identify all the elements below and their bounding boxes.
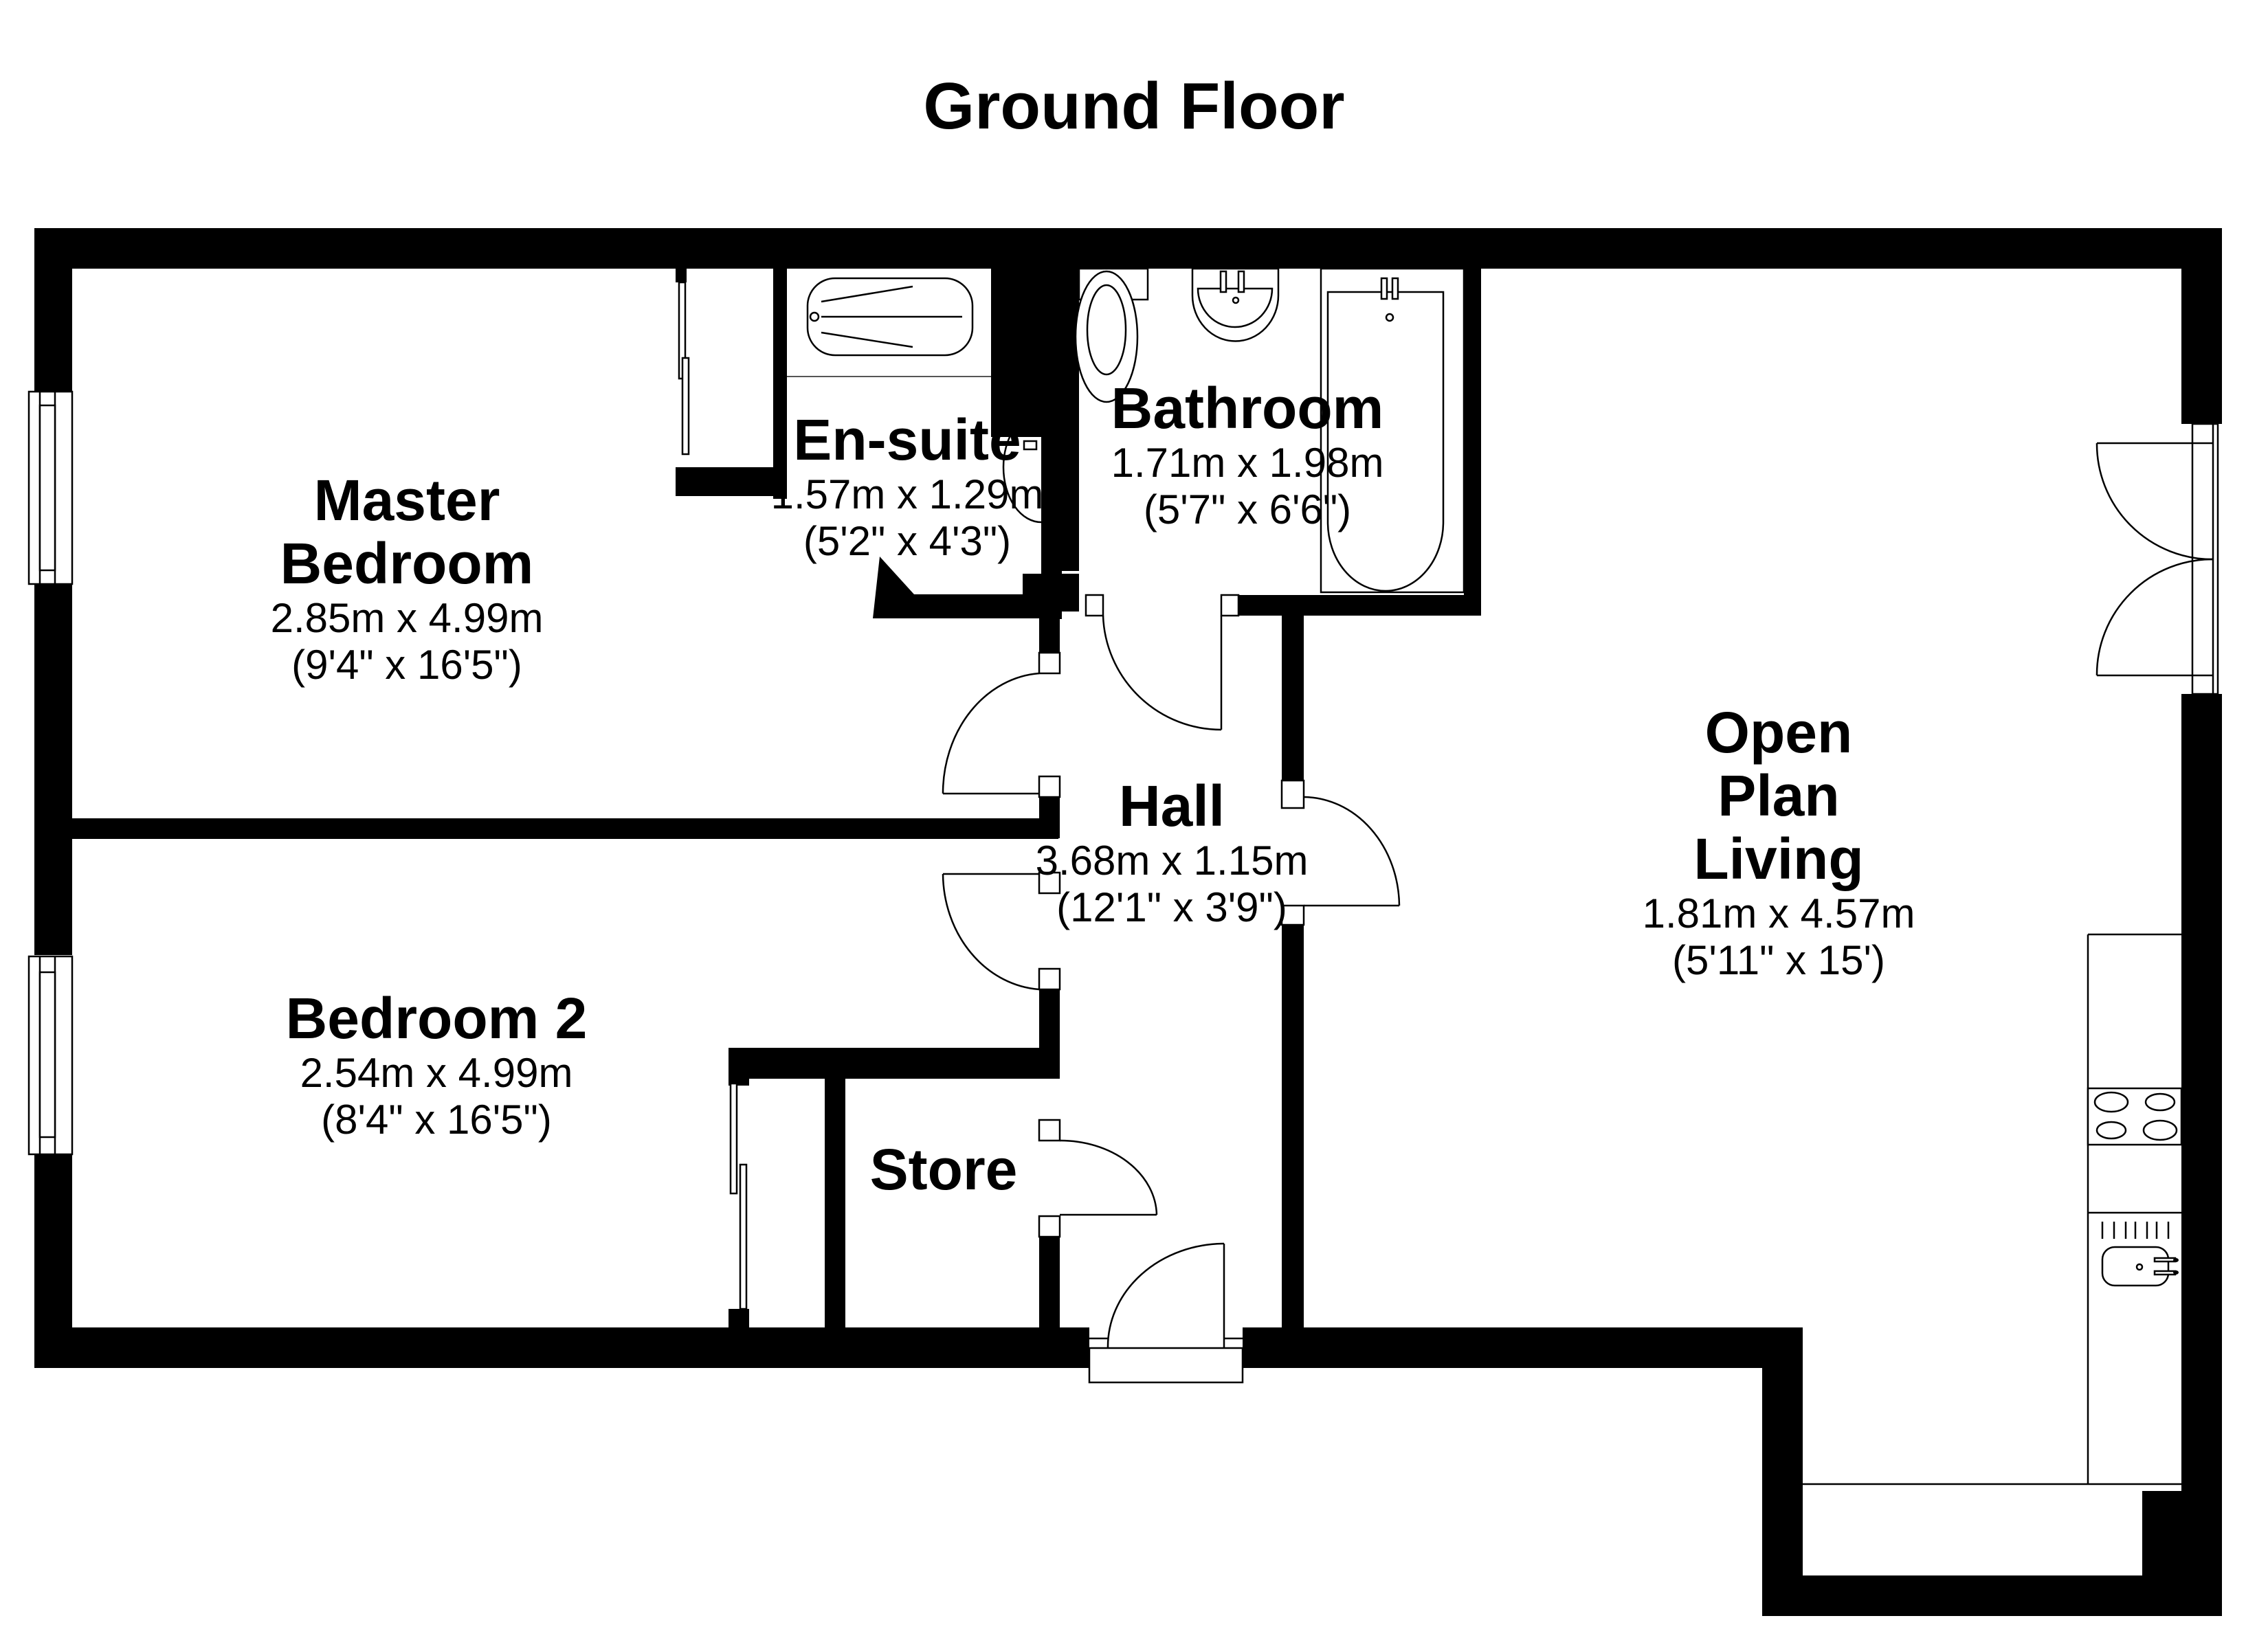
room-name: Hall bbox=[1118, 774, 1225, 838]
kitchen-sink-icon bbox=[2101, 1246, 2179, 1287]
window-icon bbox=[27, 390, 74, 585]
room-dimension-metric: 1.57m x 1.29m bbox=[770, 471, 1044, 517]
room-label-open-plan-living: Open Plan Living 1.81m x 4.57m (5'11" x … bbox=[1643, 701, 1915, 984]
room-label-store: Store bbox=[870, 1138, 1018, 1201]
bath-icon bbox=[1320, 267, 1465, 594]
floor-title: Ground Floor bbox=[923, 69, 1345, 143]
room-dimension-imperial: (5'2" x 4'3") bbox=[803, 518, 1012, 564]
room-name: Store bbox=[869, 1137, 1018, 1202]
room-dimension-imperial: (8'4" x 16'5") bbox=[321, 1097, 552, 1143]
door-swing-icon[interactable] bbox=[942, 871, 1061, 991]
room-dimension-imperial: (12'1" x 3'9") bbox=[1056, 884, 1287, 930]
room-name: En-suite bbox=[793, 407, 1021, 472]
door-swing-icon[interactable] bbox=[1085, 594, 1240, 731]
window-icon bbox=[27, 955, 74, 1156]
room-name: Plan bbox=[1717, 763, 1840, 828]
basin-icon bbox=[1002, 411, 1042, 524]
room-label-bathroom: Bathroom 1.71m x 1.98m (5'7" x 6'6") bbox=[1111, 377, 1384, 533]
front-door-icon[interactable] bbox=[1088, 1242, 1244, 1384]
room-name: Bedroom 2 bbox=[285, 986, 588, 1051]
french-doors-icon[interactable] bbox=[2095, 423, 2219, 695]
drainer-icon bbox=[2088, 1211, 2181, 1239]
room-label-master-bedroom: Master Bedroom 2.85m x 4.99m (9'4" x 16'… bbox=[271, 469, 544, 688]
room-name: Open bbox=[1704, 700, 1853, 765]
sliding-wardrobe-icon bbox=[729, 1082, 748, 1310]
sliding-wardrobe-icon bbox=[678, 281, 690, 456]
kitchen-worktop bbox=[1803, 933, 2181, 1485]
room-name: Master bbox=[313, 468, 500, 532]
shower-tray-icon bbox=[787, 277, 991, 377]
room-name: Bathroom bbox=[1111, 376, 1384, 440]
room-dimension-metric: 3.68m x 1.15m bbox=[1035, 838, 1309, 884]
room-label-bedroom-2: Bedroom 2 2.54m x 4.99m (8'4" x 16'5") bbox=[286, 987, 588, 1143]
door-swing-icon[interactable] bbox=[1038, 1119, 1158, 1238]
room-dimension-metric: 2.54m x 4.99m bbox=[300, 1050, 573, 1096]
basin-icon bbox=[1191, 267, 1280, 342]
outer-walls bbox=[34, 228, 2222, 1616]
room-label-hall: Hall 3.68m x 1.15m (12'1" x 3'9") bbox=[1036, 774, 1309, 931]
door-swing-icon[interactable] bbox=[942, 651, 1061, 798]
door-swing-icon[interactable] bbox=[1280, 779, 1401, 926]
internal-walls bbox=[72, 269, 1481, 1330]
hob-icon bbox=[2087, 1087, 2183, 1146]
room-dimension-imperial: (5'7" x 6'6") bbox=[1143, 486, 1352, 532]
room-dimension-imperial: (5'11" x 15') bbox=[1672, 937, 1885, 983]
room-dimension-metric: 2.85m x 4.99m bbox=[270, 595, 544, 641]
toilet-icon bbox=[1074, 267, 1149, 403]
room-name: Bedroom bbox=[280, 531, 534, 596]
room-dimension-metric: 1.71m x 1.98m bbox=[1111, 440, 1384, 486]
room-label-en-suite: En-suite 1.57m x 1.29m (5'2" x 4'3") bbox=[771, 408, 1044, 565]
room-dimension-metric: 1.81m x 4.57m bbox=[1642, 890, 1915, 936]
room-name: Living bbox=[1693, 827, 1864, 891]
room-dimension-imperial: (9'4" x 16'5") bbox=[291, 642, 522, 688]
